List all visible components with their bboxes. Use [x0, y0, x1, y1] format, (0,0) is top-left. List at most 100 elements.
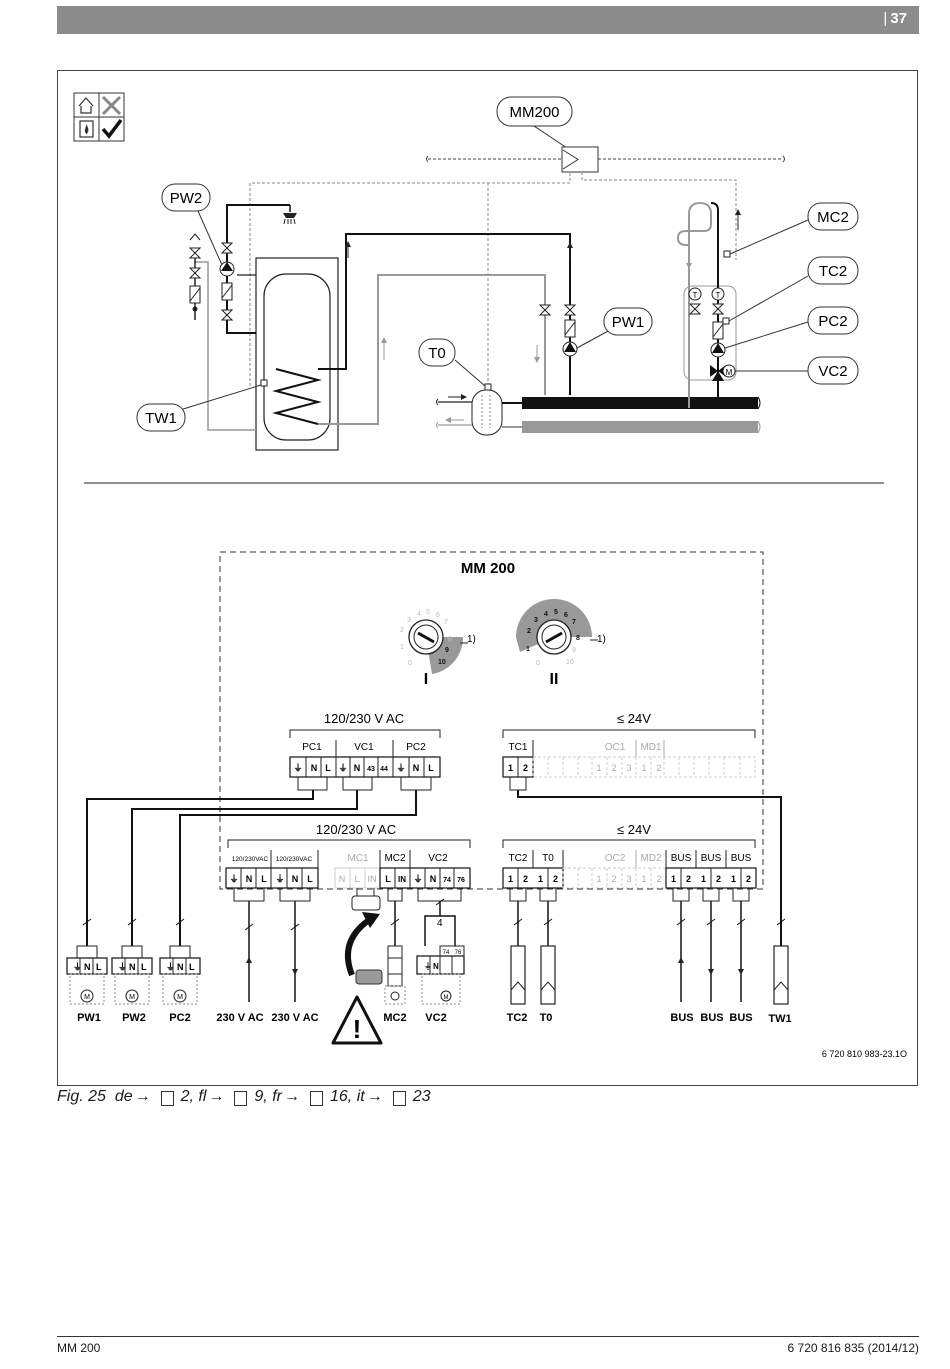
- svg-text:VC1: VC1: [354, 742, 374, 753]
- coding-switch-1[interactable]: 0 1 2 3 4 5 6 7 8 9 10 1) I: [400, 609, 476, 688]
- svg-text:N: N: [430, 874, 437, 884]
- caption-de-page[interactable]: 2,: [180, 1088, 194, 1105]
- svg-text:1: 1: [596, 874, 601, 884]
- svg-text:1: 1: [731, 874, 736, 884]
- svg-text:⏚: ⏚: [229, 874, 238, 884]
- svg-text:1: 1: [538, 874, 543, 884]
- caption-it: it: [356, 1088, 365, 1105]
- arrow-right-icon: →: [208, 1088, 225, 1105]
- house-icon: [78, 97, 94, 114]
- mm200-module: [561, 146, 599, 173]
- svg-text:3: 3: [407, 617, 411, 624]
- svg-text:OC1: OC1: [605, 742, 626, 753]
- svg-text:230 V AC: 230 V AC: [271, 1012, 318, 1024]
- svg-text:0: 0: [536, 660, 540, 667]
- svg-text:5: 5: [426, 609, 430, 616]
- svg-text:N: N: [246, 874, 253, 884]
- svg-text:L: L: [261, 874, 267, 884]
- svg-text:MC2: MC2: [383, 1012, 406, 1024]
- svg-text:L: L: [385, 874, 391, 884]
- hydraulic-scheme: MM200: [73, 92, 859, 451]
- coding-plug-move: [345, 912, 383, 985]
- svg-text:44: 44: [380, 766, 388, 773]
- svg-text:2: 2: [656, 763, 661, 773]
- svg-text:⏚: ⏚: [73, 962, 82, 972]
- caption-fl: fl: [198, 1088, 207, 1105]
- boiler-icon: [79, 120, 94, 138]
- svg-text:M: M: [444, 995, 449, 1001]
- switch-1-label: I: [424, 671, 428, 688]
- svg-text:L: L: [96, 962, 102, 972]
- wiring-diagram: MM 200 0 1 2 3 4 5 6 7 8 9 10 1) I: [66, 551, 907, 1059]
- svg-text:N: N: [84, 962, 91, 972]
- svg-text:7: 7: [444, 619, 448, 626]
- svg-text:1: 1: [701, 874, 706, 884]
- svg-text:L: L: [428, 763, 434, 773]
- svg-text:4: 4: [544, 611, 548, 618]
- vc2-wire-count: 4: [437, 918, 443, 929]
- svg-text:M: M: [129, 994, 135, 1001]
- svg-text:1: 1: [671, 874, 676, 884]
- svg-text:BUS: BUS: [731, 853, 752, 864]
- caption-it-page[interactable]: 23: [412, 1088, 431, 1105]
- svg-text:N: N: [413, 763, 420, 773]
- coding-switch-2[interactable]: 0 1 2 3 4 5 6 7 8 9 10 1) II: [516, 599, 606, 688]
- svg-text:BUS: BUS: [729, 1012, 752, 1024]
- lower-voltage-ac: 120/230 V AC: [316, 822, 396, 837]
- svg-text:1: 1: [641, 874, 646, 884]
- svg-text:1: 1: [508, 763, 513, 773]
- t0-sensor-device: [540, 945, 556, 1005]
- upper-voltage-ac: 120/230 V AC: [324, 711, 404, 726]
- flow-pipe: [522, 397, 758, 409]
- svg-text:2: 2: [553, 874, 558, 884]
- svg-text:3: 3: [626, 874, 631, 884]
- arrow-right-icon: →: [134, 1088, 151, 1105]
- svg-text:74: 74: [443, 950, 450, 956]
- tw1-sensor-device: [773, 945, 789, 1005]
- lower-terminal-left: 120/230VAC 120/230VAC MC1 MC2 VC2 ⏚ N L …: [225, 850, 471, 889]
- svg-text:PC1: PC1: [302, 742, 322, 753]
- upper-terminal-left: PC1 VC1 PC2 ⏚ N L ⏚ N 43 44 ⏚ N L: [289, 740, 441, 778]
- motor-m-vc2: M: [726, 368, 733, 377]
- mc2-device: [384, 945, 406, 1005]
- sensor-t-1: T: [693, 291, 698, 300]
- svg-text:4: 4: [417, 611, 421, 618]
- tw1-label: TW1: [145, 410, 177, 427]
- tc2-sensor-device: [510, 945, 526, 1005]
- svg-text:IN: IN: [398, 875, 406, 884]
- low-loss-header: [471, 389, 503, 436]
- svg-text:⏚: ⏚: [118, 962, 127, 972]
- caption-fl-page[interactable]: 9,: [254, 1088, 268, 1105]
- page-icon: [160, 1090, 174, 1106]
- svg-text:L: L: [354, 874, 359, 884]
- svg-text:9: 9: [572, 647, 576, 654]
- caption-fr-page[interactable]: 16,: [329, 1088, 353, 1105]
- svg-text:120/230VAC: 120/230VAC: [276, 856, 313, 863]
- shower-icon: [283, 213, 297, 225]
- footer-doc-number: 6 720 816 835 (2014/12): [787, 1341, 919, 1355]
- svg-text:⏚: ⏚: [413, 874, 422, 884]
- svg-text:N: N: [339, 874, 346, 884]
- svg-text:1): 1): [467, 634, 476, 645]
- mm200-label: MM200: [509, 104, 559, 121]
- svg-text:BUS: BUS: [670, 1012, 693, 1024]
- svg-text:43: 43: [367, 766, 375, 773]
- header-bar: 37: [57, 6, 919, 34]
- svg-text:M: M: [84, 994, 90, 1001]
- cross-icon: [101, 95, 122, 116]
- svg-text:8: 8: [576, 635, 580, 642]
- figure-frame: [57, 70, 918, 1086]
- svg-text:N: N: [311, 763, 318, 773]
- mc2-label: MC2: [817, 209, 849, 226]
- svg-text:VC2: VC2: [425, 1012, 446, 1024]
- svg-text:⏚: ⏚: [396, 763, 405, 773]
- svg-text:2: 2: [400, 627, 404, 634]
- svg-text:2: 2: [686, 874, 691, 884]
- svg-text:6: 6: [436, 612, 440, 619]
- svg-text:2: 2: [716, 874, 721, 884]
- svg-text:T0: T0: [542, 853, 554, 864]
- caption-de: de: [114, 1088, 133, 1105]
- svg-text:N: N: [129, 962, 136, 972]
- svg-text:1: 1: [596, 763, 601, 773]
